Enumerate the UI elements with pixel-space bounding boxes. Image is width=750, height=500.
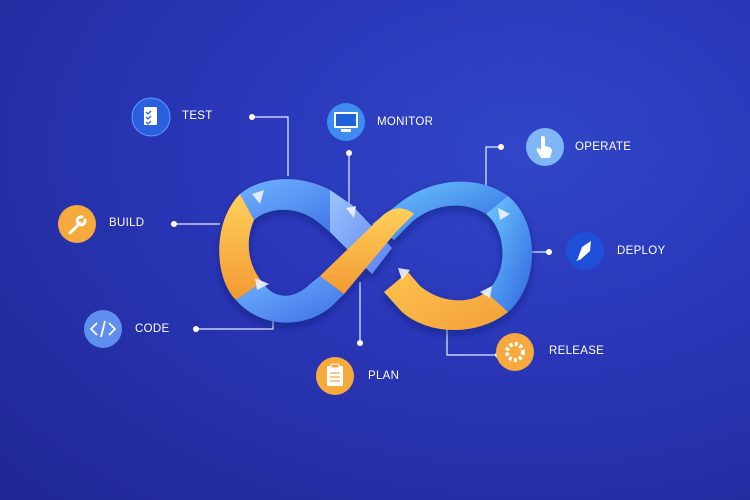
connector-test [252, 116, 289, 176]
connector-operate [485, 146, 501, 190]
icon-operate [526, 128, 564, 166]
loop-cross-orange-band [320, 208, 414, 294]
icon-plan [316, 357, 354, 395]
label-operate: OPERATE [575, 141, 632, 153]
label-plan: PLAN [368, 370, 400, 382]
icon-test [131, 97, 171, 137]
loop-left-bottom-band [236, 276, 344, 323]
loop-left-top-band [240, 179, 352, 232]
label-build: BUILD [109, 217, 145, 229]
connector-lines [174, 116, 549, 356]
infinity-loop [219, 179, 532, 330]
label-code: CODE [135, 323, 170, 335]
connector-release [446, 325, 498, 356]
label-release: RELEASE [549, 345, 605, 357]
label-deploy: DEPLOY [617, 245, 666, 257]
label-monitor: MONITOR [377, 116, 434, 128]
icon-monitor [327, 103, 365, 141]
loop-left-orange-band [219, 194, 262, 300]
loop-right-top-band [372, 181, 508, 240]
icon-code [84, 310, 122, 348]
icon-build [58, 205, 96, 243]
loop-right-bottom-band [384, 272, 508, 330]
icon-deploy [566, 232, 604, 270]
label-test: TEST [182, 110, 213, 122]
loop-right-side-band [486, 196, 532, 312]
icon-release [496, 333, 534, 371]
